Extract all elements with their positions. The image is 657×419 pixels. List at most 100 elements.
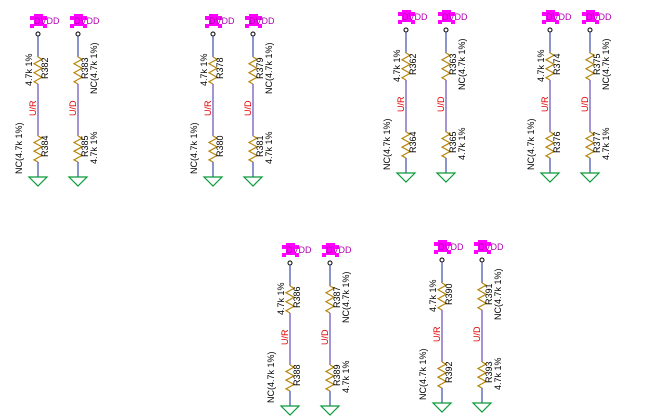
power-flag-marker [474, 250, 478, 254]
top-resistor-refdes: R375 [592, 53, 602, 75]
power-flag-marker [595, 12, 599, 16]
bottom-resistor-refdes: R388 [292, 364, 302, 386]
power-flag-marker [582, 12, 586, 16]
vdd-label: DVDD [34, 16, 60, 26]
bottom-resistor [584, 131, 596, 159]
power-flag-marker [295, 253, 299, 257]
vdd-label: DVDD [438, 242, 464, 252]
ground-icon [471, 402, 493, 413]
power-pin-dot [443, 27, 449, 33]
top-resistor-value: NC(4.7k 1%) [493, 268, 503, 320]
top-resistor [247, 56, 259, 85]
top-resistor [436, 282, 448, 311]
bottom-resistor-value: 4.7k 1% [601, 127, 611, 160]
power-flag-marker [30, 24, 34, 28]
top-resistor-value: 4.7k 1% [199, 53, 209, 86]
bottom-resistor [476, 361, 488, 389]
power-flag-marker [258, 24, 262, 28]
bottom-resistor-value: 4.7k 1% [493, 357, 503, 390]
power-flag-marker [218, 24, 222, 28]
bottom-resistor [440, 131, 452, 159]
power-flag-marker [555, 20, 559, 24]
power-flag-marker [322, 253, 326, 257]
top-resistor-value: NC(4.7k 1%) [264, 42, 274, 94]
top-resistor-value: 4.7k 1% [276, 282, 286, 315]
bottom-resistor [72, 135, 84, 163]
power-pin-dot [479, 257, 485, 263]
ground-icon [202, 176, 224, 187]
net-label: U/R [396, 96, 406, 112]
bottom-resistor-value: 4.7k 1% [457, 127, 467, 160]
top-resistor [440, 52, 452, 81]
bottom-resistor-refdes: R365 [448, 131, 458, 153]
vdd-label: DVDD [478, 242, 504, 252]
top-resistor-refdes: R382 [40, 57, 50, 79]
power-flag-marker [282, 245, 286, 249]
power-flag-marker [295, 245, 299, 249]
power-flag-marker [447, 242, 451, 246]
bottom-resistor [207, 135, 219, 163]
power-flag-marker [542, 12, 546, 16]
power-flag-marker [205, 16, 209, 20]
net-label: U/R [540, 96, 550, 112]
power-flag-marker [245, 24, 249, 28]
top-resistor-refdes: R379 [255, 57, 265, 79]
vdd-label: DVDD [586, 12, 612, 22]
power-flag-marker [322, 245, 326, 249]
top-resistor [32, 56, 44, 85]
top-resistor-value: NC(4.7k 1%) [601, 38, 611, 90]
top-resistor-value: 4.7k 1% [428, 279, 438, 312]
top-resistor-refdes: R383 [80, 57, 90, 79]
power-flag-body [546, 10, 555, 22]
power-flag-marker [335, 253, 339, 257]
top-resistor [72, 56, 84, 85]
power-flag-body [249, 14, 258, 26]
top-resistor-refdes: R378 [215, 57, 225, 79]
top-resistor-refdes: R391 [484, 283, 494, 305]
power-flag-marker [434, 250, 438, 254]
top-resistor-refdes: R386 [292, 286, 302, 308]
vdd-label: DVDD [442, 12, 468, 22]
net-label: U/D [580, 96, 590, 112]
power-flag-marker [43, 16, 47, 20]
power-flag-marker [487, 250, 491, 254]
power-flag-marker [438, 20, 442, 24]
bottom-resistor [436, 361, 448, 389]
power-pin-dot [327, 260, 333, 266]
bottom-resistor-refdes: R380 [215, 135, 225, 157]
net-label: U/R [28, 100, 38, 116]
bottom-resistor-refdes: R364 [408, 131, 418, 153]
top-resistor-value: NC(4.7k 1%) [89, 42, 99, 94]
bottom-resistor-refdes: R381 [255, 135, 265, 157]
power-flag-marker [487, 242, 491, 246]
power-flag-marker [451, 12, 455, 16]
top-resistor [476, 282, 488, 311]
power-flag-body [438, 240, 447, 252]
power-pin-dot [439, 257, 445, 263]
top-resistor [544, 52, 556, 81]
top-resistor [207, 56, 219, 85]
bottom-resistor-refdes: R384 [40, 135, 50, 157]
bottom-resistor-value: 4.7k 1% [264, 131, 274, 164]
power-flag-body [326, 243, 335, 255]
vdd-label: DVDD [209, 16, 235, 26]
power-flag-body [209, 14, 218, 26]
power-pin-dot [287, 260, 293, 266]
ground-icon [539, 172, 561, 183]
bottom-resistor-refdes: R385 [80, 135, 90, 157]
power-flag-marker [595, 20, 599, 24]
power-pin-dot [587, 27, 593, 33]
top-resistor [400, 52, 412, 81]
power-flag-body [478, 240, 487, 252]
vdd-label: DVDD [546, 12, 572, 22]
power-flag-marker [258, 16, 262, 20]
top-resistor-refdes: R362 [408, 53, 418, 75]
power-flag-marker [70, 16, 74, 20]
ground-icon [435, 172, 457, 183]
net-label: U/D [436, 96, 446, 112]
power-flag-marker [335, 245, 339, 249]
top-resistor [324, 285, 336, 314]
vdd-label: DVDD [74, 16, 100, 26]
